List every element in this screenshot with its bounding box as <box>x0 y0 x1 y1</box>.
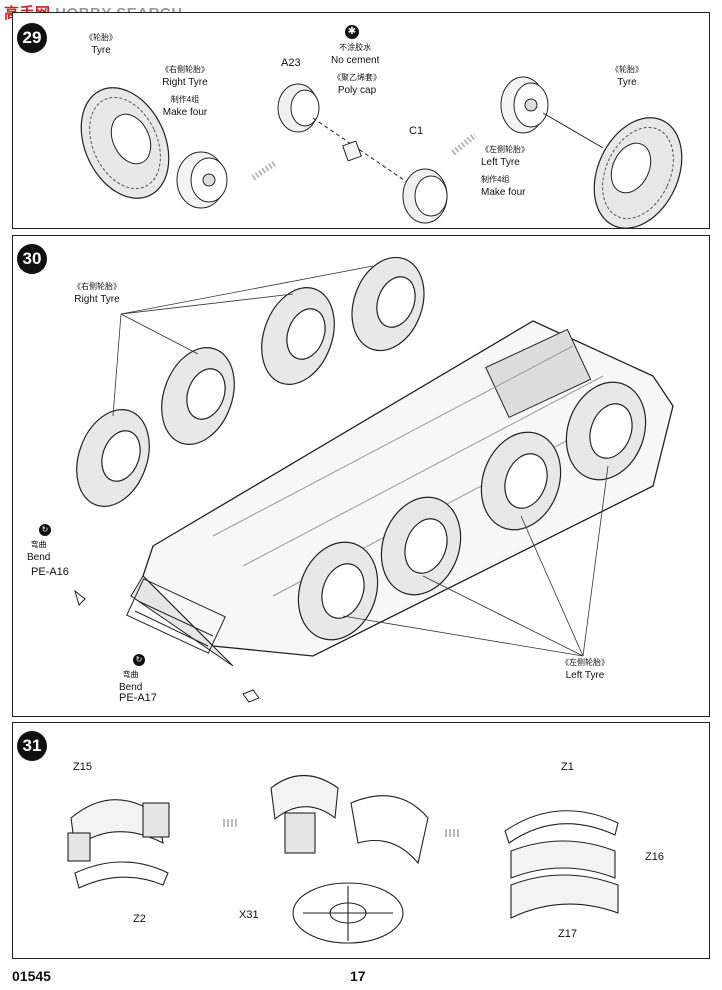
step-30-drawing <box>74 256 674 703</box>
step-29-number: 29 <box>17 23 47 53</box>
step-31-number: 31 <box>17 731 47 761</box>
step-29-drawing <box>80 76 683 229</box>
part-x31-label: X31 <box>239 909 259 921</box>
part-a23-label: A23 <box>281 57 301 69</box>
bend-2-cn: 弯曲 <box>122 670 139 679</box>
bend-icon-1: ↻ <box>39 524 51 536</box>
poly-cap-en: Poly cap <box>337 85 377 96</box>
right-side-en: Right Tyre <box>162 77 208 88</box>
left-hub-illustration <box>500 76 549 134</box>
step-29-left-tyre-label: 《轮胎》 Tyre <box>611 63 643 89</box>
left-tyre-illustration <box>593 117 683 229</box>
left-side-en: Left Tyre <box>481 157 520 168</box>
left-tyre-cn: 《轮胎》 <box>611 65 643 74</box>
right-tyre-en: Tyre <box>91 45 111 56</box>
part-c1-label: C1 <box>409 125 424 137</box>
left-side-qty-cn: 制作4组 <box>481 175 510 184</box>
bend-1-label: 弯曲 Bend <box>27 538 50 564</box>
part-z2-label: Z2 <box>133 913 146 925</box>
right-side-qty-cn: 制作4组 <box>170 95 200 104</box>
step-29-left-side-label: 《左侧轮胎》 Left Tyre 制作4组 Make four <box>481 143 529 199</box>
z1-z16-z17-illustration <box>504 810 619 919</box>
no-cement-icon: ✱ <box>345 25 359 39</box>
s30-left-tyre-cn: 《左侧轮胎》 <box>561 658 609 667</box>
kit-code: 01545 <box>12 968 51 984</box>
step-29-right-side-label: 《右侧轮胎》 Right Tyre 制作4组 Make four <box>161 63 209 119</box>
right-side-qty-en: Make four <box>162 107 208 118</box>
step-29-right-tyre-label: 《轮胎》 Tyre <box>85 31 117 57</box>
c1-hub-illustration <box>402 168 448 224</box>
left-side-qty-en: Make four <box>481 187 526 198</box>
part-z15-label: Z15 <box>73 761 92 773</box>
right-tyres-illustration <box>76 256 425 508</box>
part-z17-label: Z17 <box>558 928 577 940</box>
right-tyre-cn: 《轮胎》 <box>85 33 117 42</box>
step-30-number: 30 <box>17 244 47 274</box>
step-29-panel: 29 《轮胎》 Tyre 《右侧轮胎》 Right Tyre 制作4组 Make… <box>12 12 710 229</box>
s30-left-tyre-en: Left Tyre <box>565 670 605 681</box>
step-30-panel: 30 《右侧轮胎》 Right Tyre ↻ 弯曲 Bend PE-A16 ↻ … <box>12 235 710 717</box>
bend-1-cn: 弯曲 <box>30 540 47 549</box>
x31-illustration <box>270 775 429 944</box>
no-cement-label: 不涂胶水 No cement <box>331 41 379 67</box>
a23-hub-illustration <box>277 83 320 133</box>
poly-cap-label: 《聚乙烯套》 Poly cap <box>333 71 381 97</box>
z15-z2-illustration <box>67 799 170 889</box>
poly-cap-cn: 《聚乙烯套》 <box>333 73 381 82</box>
step-31-drawing <box>67 775 619 944</box>
part-z16-label: Z16 <box>645 851 664 863</box>
right-side-cn: 《右侧轮胎》 <box>161 65 209 74</box>
bend-icon-2: ↻ <box>133 654 145 666</box>
pe-a16-label: PE-A16 <box>31 566 69 578</box>
bend-1-en: Bend <box>27 552 51 563</box>
no-cement-cn: 不涂胶水 <box>339 43 372 52</box>
s30-right-tyre-cn: 《右侧轮胎》 <box>73 282 121 291</box>
bend-2-label: 弯曲 Bend <box>119 668 142 694</box>
step-31-panel: 31 Z15 Z2 X31 Z1 Z16 Z17 <box>12 722 710 959</box>
right-tyre-illustration <box>80 87 170 199</box>
right-hub-illustration <box>176 151 228 209</box>
pe-a17-label: PE-A17 <box>119 692 157 704</box>
left-tyre-en: Tyre <box>617 77 637 88</box>
step-30-right-tyre-label: 《右侧轮胎》 Right Tyre <box>73 280 121 306</box>
bend-2-en: Bend <box>119 682 143 693</box>
left-tyres-illustration <box>297 381 647 641</box>
hull-illustration <box>126 320 674 667</box>
page-number: 17 <box>350 968 366 984</box>
no-cement-en: No cement <box>331 55 380 66</box>
left-side-cn: 《左侧轮胎》 <box>481 145 529 154</box>
s30-right-tyre-en: Right Tyre <box>74 294 120 305</box>
part-z1-label: Z1 <box>561 761 574 773</box>
step-30-left-tyre-label: 《左侧轮胎》 Left Tyre <box>561 656 609 682</box>
